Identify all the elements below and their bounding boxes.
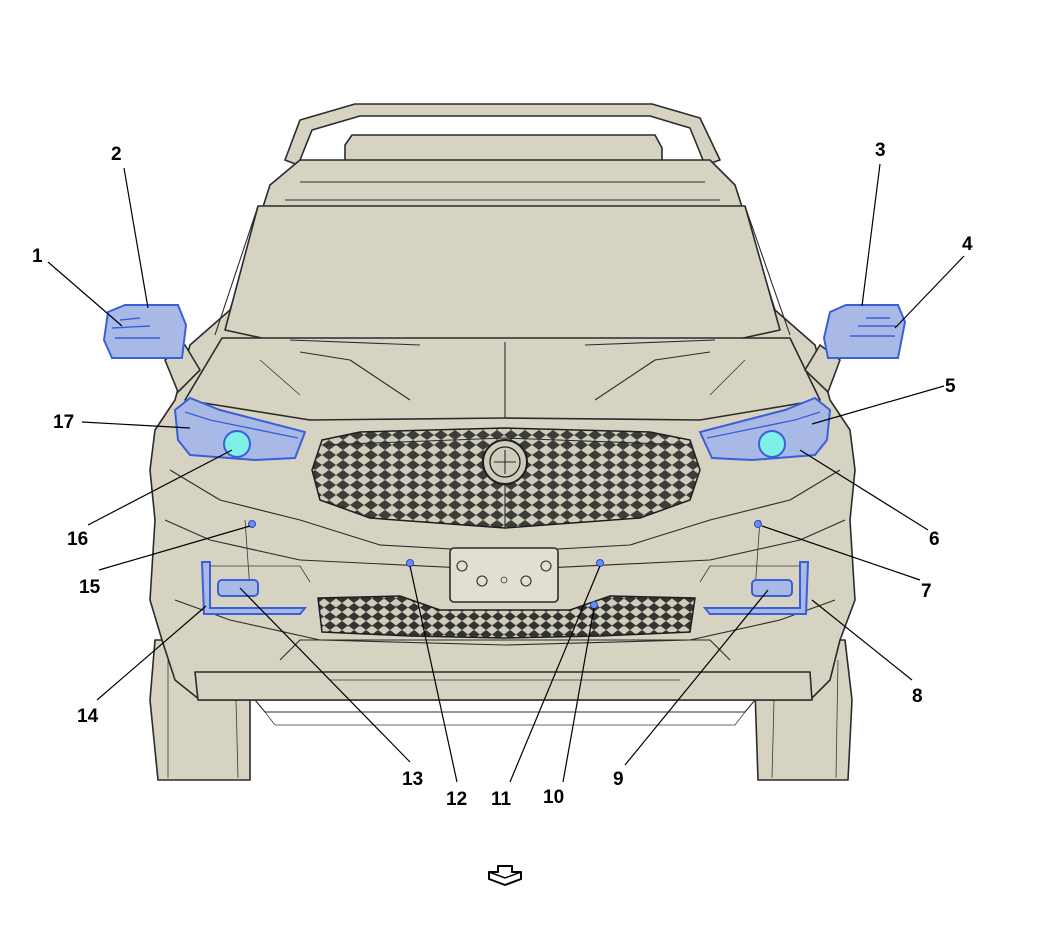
callout-11: 11 bbox=[491, 789, 512, 810]
arrow-down-icon bbox=[488, 865, 522, 886]
callout-9: 9 bbox=[613, 769, 624, 790]
hood bbox=[184, 337, 821, 421]
sensor-12 bbox=[406, 559, 414, 567]
callout-7: 7 bbox=[921, 581, 932, 602]
right-fog-lamp bbox=[702, 561, 810, 615]
callout-3: 3 bbox=[875, 140, 886, 161]
sensor-15 bbox=[248, 520, 256, 528]
callout-14: 14 bbox=[77, 706, 99, 727]
highlighted-components bbox=[102, 304, 907, 615]
left-mirror bbox=[102, 304, 188, 359]
lower-grille bbox=[317, 595, 696, 639]
callout-12: 12 bbox=[446, 789, 467, 810]
lower-bumper bbox=[194, 671, 813, 701]
vehicle-body bbox=[149, 103, 856, 781]
sensor-10 bbox=[590, 601, 598, 609]
callout-1: 1 bbox=[32, 246, 43, 267]
callout-4: 4 bbox=[962, 234, 973, 255]
sensor-7 bbox=[754, 520, 762, 528]
callout-17: 17 bbox=[53, 412, 74, 433]
license-plate-bracket bbox=[449, 547, 559, 603]
right-headlamp bbox=[698, 396, 832, 462]
sensor-11 bbox=[596, 559, 604, 567]
callout-labels: 1 2 3 4 5 6 7 8 9 10 11 12 13 14 15 16 1… bbox=[32, 140, 973, 810]
callout-16: 16 bbox=[67, 529, 88, 550]
callout-2: 2 bbox=[111, 144, 122, 165]
left-fog-lamp-lens bbox=[217, 579, 259, 597]
callout-5: 5 bbox=[945, 376, 956, 397]
callout-10: 10 bbox=[543, 787, 564, 808]
right-headlamp-projector bbox=[758, 430, 786, 458]
callout-8: 8 bbox=[912, 686, 923, 707]
windshield bbox=[224, 205, 781, 343]
callout-13: 13 bbox=[402, 769, 423, 790]
callout-6: 6 bbox=[929, 529, 940, 550]
right-fog-lamp-lens bbox=[751, 579, 793, 597]
callout-15: 15 bbox=[79, 577, 101, 598]
right-mirror bbox=[822, 304, 907, 359]
left-headlamp-projector bbox=[223, 430, 251, 458]
left-headlamp bbox=[173, 396, 307, 462]
leader-lines bbox=[47, 163, 965, 783]
left-fog-lamp bbox=[200, 561, 308, 615]
